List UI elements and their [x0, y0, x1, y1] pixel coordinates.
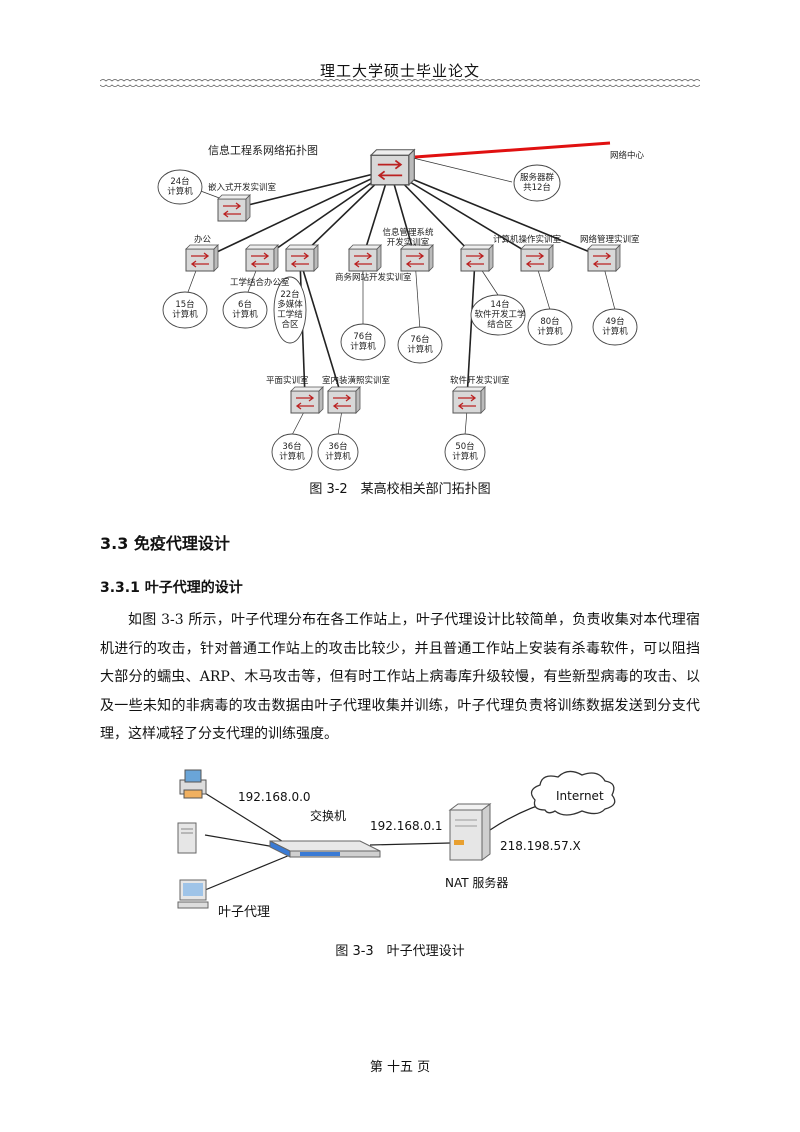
subsection-heading: 3.3.1 叶子代理的设计 [100, 580, 243, 596]
embedded-pcs-label: 24台计算机 [167, 176, 193, 197]
page-header: 理工大学硕士毕业论文 [319, 62, 480, 80]
netmgmt-lab-label: 网络管理实训室 [580, 234, 640, 245]
section-heading: 3.3 免疫代理设计 [100, 534, 230, 553]
software-lab-label: 软件开发实训室 [450, 375, 510, 386]
office-pcs-label: 15台计算机 [172, 299, 198, 320]
switch-device [269, 840, 381, 858]
nat-server-icon [448, 803, 492, 861]
leaf-agent-label: 叶子代理 [218, 905, 270, 920]
workstation-icon [177, 879, 209, 909]
switch-software-lab [452, 386, 486, 414]
office-label: 办公 [194, 234, 212, 245]
server-icon [177, 822, 197, 854]
gateway-ip-label: 192.168.0.1 [370, 819, 443, 833]
subnet-label: 192.168.0.0 [238, 790, 311, 804]
figure-3-2-topology: 信息工程系网络拓扑图网络中心服务器群共12台 嵌入式开发实训室 24台计算机办公 15… [150, 130, 650, 475]
nat-server-label: NAT 服务器 [445, 875, 508, 890]
switch-workstation [245, 244, 279, 272]
workstation-office-label: 工学结合办公室 [230, 277, 290, 288]
graphic-lab-label: 平面实训室 [266, 375, 309, 386]
figure-3-3-caption: 图 3-3 叶子代理设计 [335, 944, 465, 959]
switch-multimedia [285, 244, 319, 272]
topology-title: 信息工程系网络拓扑图 [208, 143, 318, 157]
page-number: 第 十五 页 [369, 1060, 431, 1075]
switch-label: 交换机 [310, 808, 346, 823]
os-lab-label: 计算机操作实训室 [493, 234, 562, 245]
body-paragraph: 如图 3-3 所示，叶子代理分布在各工作站上，叶子代理设计比较简单，负责收集对本… [100, 612, 700, 742]
software-pcs-label: 50台计算机 [452, 441, 478, 462]
internet-label: Internet [556, 789, 604, 803]
switch-embedded [217, 194, 251, 222]
embedded-lab-label: 嵌入式开发实训室 [208, 182, 277, 193]
interior-pcs-label: 36台计算机 [325, 441, 351, 462]
public-ip-label: 218.198.57.X [500, 839, 581, 853]
software-zone-label: 14台软件开发工学结合区 [474, 299, 526, 330]
infosys-pcs-label: 76台计算机 [407, 334, 433, 355]
switch-infosys [400, 244, 434, 272]
figure-3-3-leaf-agent: 192.168.0.0 交换机 192.168.0.1 NAT 服务器 218.… [160, 755, 660, 935]
switch-ecommerce [348, 244, 382, 272]
interior-lab-label: 室内装潢照实训室 [322, 375, 391, 386]
ecommerce-lab-label: 商务网站开发实训室 [335, 272, 412, 283]
switch-netmgmt [587, 244, 621, 272]
workstation-pcs-label: 6台计算机 [232, 299, 258, 320]
network-center-label: 网络中心 [610, 150, 645, 161]
server-group-label: 服务器群共12台 [520, 172, 555, 193]
printer-icon [179, 769, 207, 799]
figure-3-2-caption: 图 3-2 某高校相关部门拓扑图 [309, 482, 491, 497]
switch-graphic [290, 386, 324, 414]
os-pcs-label: 80台计算机 [537, 316, 563, 337]
multimedia-zone-label: 22台多媒体工学结合区 [277, 289, 303, 330]
header-wavy-rule [100, 79, 700, 87]
graphic-pcs-label: 36台计算机 [279, 441, 305, 462]
core-router [370, 148, 416, 186]
switch-os [520, 244, 554, 272]
internet-cloud-icon [530, 770, 616, 816]
infosys-lab-label: 信息管理系统开发实训室 [382, 227, 434, 248]
switch-office [185, 244, 219, 272]
ecommerce-pcs-label: 76台计算机 [350, 331, 376, 352]
netmgmt-pcs-label: 49台计算机 [602, 316, 628, 337]
switch-software [460, 244, 494, 272]
switch-interior [327, 386, 361, 414]
uplink-line [414, 141, 611, 159]
